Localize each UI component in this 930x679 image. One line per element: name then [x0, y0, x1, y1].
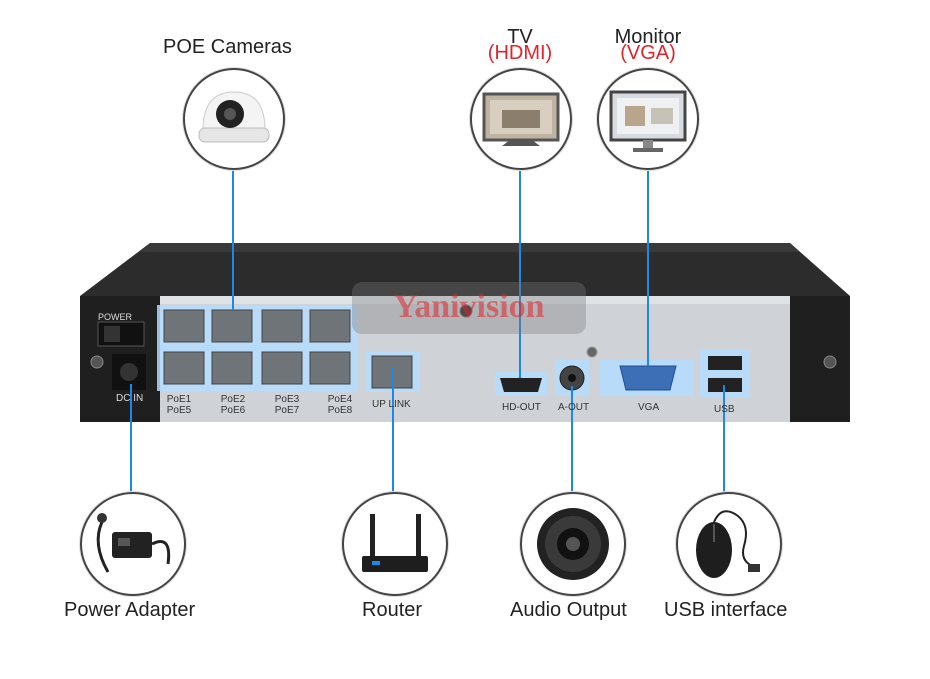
device-top-shell — [80, 243, 850, 296]
poe-ports — [163, 309, 351, 385]
audio-output-circle — [520, 492, 626, 596]
dome-camera-icon — [198, 91, 270, 143]
poe-camera-circle — [183, 68, 285, 170]
power-adapter-circle — [80, 492, 186, 596]
tv-sub-label: (HDMI) — [487, 42, 553, 64]
router-label: Router — [362, 599, 423, 621]
hd-out-label: HD-OUT — [502, 402, 541, 413]
hdmi-port — [500, 378, 542, 392]
vga-port — [619, 365, 677, 391]
usb-interface-label: USB interface — [664, 599, 788, 621]
tv-label: TV — [507, 26, 533, 48]
tv-icon — [482, 92, 560, 146]
monitor-icon — [609, 90, 687, 152]
power-adapter-icon — [96, 513, 171, 573]
vga-label: VGA — [638, 402, 660, 413]
router-circle — [342, 492, 448, 596]
usb-label: USB — [714, 404, 735, 415]
usb-interface-circle — [676, 492, 782, 596]
brand-watermark — [352, 282, 586, 334]
device-right-panel — [790, 296, 850, 422]
router-icon — [362, 514, 428, 572]
monitor-sub-label: (VGA) — [620, 42, 676, 64]
uplink-label: UP LINK — [372, 399, 411, 410]
monitor-label: Monitor — [614, 26, 682, 48]
audio-output-label: Audio Output — [510, 599, 627, 621]
a-out-label: A-OUT — [558, 402, 590, 413]
monitor-circle — [597, 68, 699, 170]
usb-mouse-icon — [696, 510, 760, 578]
brand-watermark-text: Yanivision — [393, 288, 545, 325]
poe-cameras-label: POE Cameras — [163, 36, 292, 58]
tv-circle — [470, 68, 572, 170]
connector-lines — [130, 168, 725, 495]
power-adapter-label: Power Adapter — [64, 599, 196, 621]
speaker-icon — [537, 508, 609, 580]
dc-in-label: DC IN — [116, 393, 144, 404]
usb-port-1 — [708, 356, 742, 370]
power-label: POWER — [98, 312, 133, 322]
